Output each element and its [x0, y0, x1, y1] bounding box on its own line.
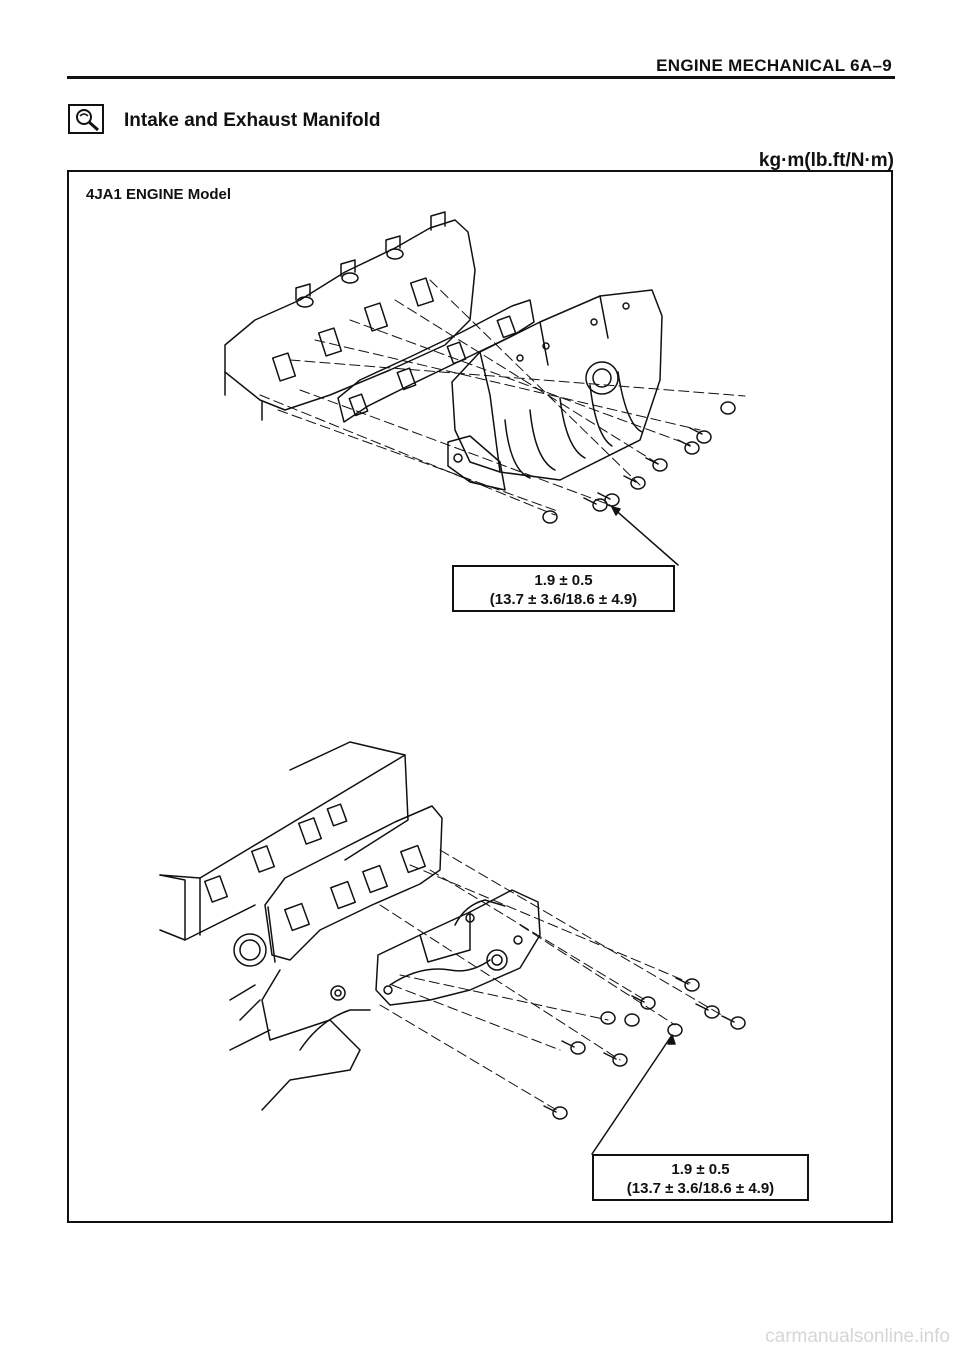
figure-frame [67, 170, 893, 1223]
cylinder-head [224, 211, 476, 421]
exhaust-manifold [375, 889, 541, 1006]
section-title: Intake and Exhaust Manifold [124, 110, 381, 131]
exhaust-alignment-lines [379, 849, 731, 1113]
engine-model-label: 4JA1 ENGINE Model [86, 186, 232, 203]
header-rule [67, 76, 895, 79]
exhaust-torque-conversion: (13.7 ± 3.6/18.6 ± 4.9) [626, 1180, 775, 1197]
exhaust-torque-leader [591, 1034, 676, 1155]
page-header-title: ENGINE MECHANICAL 6A–9 [656, 56, 892, 75]
magnifier-inspection-icon [68, 104, 104, 134]
intake-manifold [447, 289, 663, 491]
exhaust-manifold-diagram [159, 741, 746, 1155]
exhaust-torque-value: 1.9 ± 0.5 [671, 1161, 730, 1178]
intake-nuts-and-studs [542, 401, 736, 524]
torque-units: kg·m(lb.ft/N·m) [758, 150, 894, 171]
intake-manifold-diagram [224, 211, 746, 566]
intake-torque-leader [611, 506, 679, 566]
intake-gasket [337, 299, 535, 423]
intake-torque-value: 1.9 ± 0.5 [534, 572, 593, 589]
exhaust-nuts-and-bolts [543, 977, 746, 1120]
intake-torque-conversion: (13.7 ± 3.6/18.6 ± 4.9) [489, 591, 638, 608]
cylinder-block [159, 741, 409, 1111]
exhaust-gasket [233, 805, 443, 967]
intake-torque-callout: 1.9 ± 0.5 (13.7 ± 3.6/18.6 ± 4.9) [452, 565, 675, 612]
intake-alignment-lines [259, 279, 746, 516]
footer-watermark: carmanualsonline.info [765, 1326, 950, 1347]
exhaust-torque-callout: 1.9 ± 0.5 (13.7 ± 3.6/18.6 ± 4.9) [592, 1154, 809, 1201]
